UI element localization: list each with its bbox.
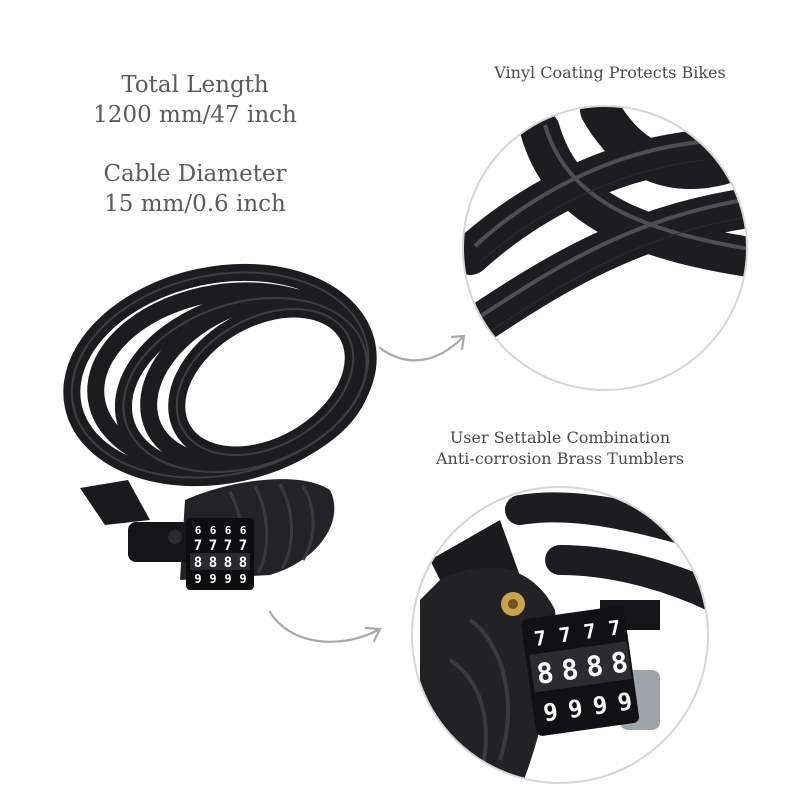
dial-digit: 9: [194, 572, 201, 586]
callout-combination-line1: User Settable Combination: [449, 428, 671, 447]
dial-digit-zoom: 7: [557, 622, 572, 647]
dial-digit: 7: [239, 538, 247, 554]
dial-digit: 7: [224, 538, 232, 554]
zoom-circle-dials: 7 7 7 7 8 8 8 8 9 9 9 9: [411, 486, 709, 784]
dial-digit: 6: [240, 524, 247, 537]
dial-digit-zoom: 9: [591, 691, 609, 721]
dial-digit-zoom: 7: [607, 615, 622, 640]
cable-diameter-label: Cable Diameter: [103, 161, 287, 187]
dial-digit-zoom: 8: [609, 645, 630, 680]
dial-digit: 8: [224, 555, 232, 571]
dial-digit: 9: [239, 572, 246, 586]
dial-digit-zoom: 8: [584, 649, 605, 684]
dial-digit: 9: [209, 572, 216, 586]
dial-digit: 8: [194, 555, 202, 571]
dial-digit-zoom: 9: [542, 698, 560, 728]
dial-digit: 8: [239, 555, 247, 571]
dial-digit: 8: [209, 555, 217, 571]
dial-digit-zoom: 7: [533, 626, 548, 651]
dial-digit: 9: [224, 572, 231, 586]
dial-digit: 7: [209, 538, 217, 554]
total-length-value: 1200 mm/47 inch: [93, 102, 297, 128]
dial-digit-zoom: 7: [582, 619, 597, 644]
zoom-circle-border: [411, 486, 709, 784]
dial-digit: 7: [194, 538, 202, 554]
zoom-circle-coating: [462, 105, 748, 391]
dial-digit-zoom: 8: [534, 656, 555, 691]
coiled-cable: [63, 263, 377, 487]
dial-digit-zoom: 9: [566, 694, 584, 724]
arrow-to-dials-icon: [268, 610, 382, 643]
dial-digit: 6: [210, 524, 217, 537]
dial-digit-zoom: 8: [559, 652, 580, 687]
dial-digit: 6: [225, 524, 232, 537]
main-dials: 6 6 6 6 7 7 7 7 8 8 8 8 9 9 9 9: [190, 524, 250, 586]
dial-digit-zoom: 9: [616, 687, 634, 717]
callout-vinyl-coating: Vinyl Coating Protects Bikes: [494, 63, 726, 82]
callout-combination-line2: Anti-corrosion Brass Tumblers: [436, 449, 684, 468]
combination-lock: [80, 479, 335, 590]
cable-diameter-value: 15 mm/0.6 inch: [104, 191, 286, 217]
total-length-label: Total Length: [121, 72, 269, 98]
zoom-circle-border: [462, 105, 748, 391]
dial-digit: 6: [195, 524, 202, 537]
arrow-to-coating-icon: [378, 334, 466, 362]
